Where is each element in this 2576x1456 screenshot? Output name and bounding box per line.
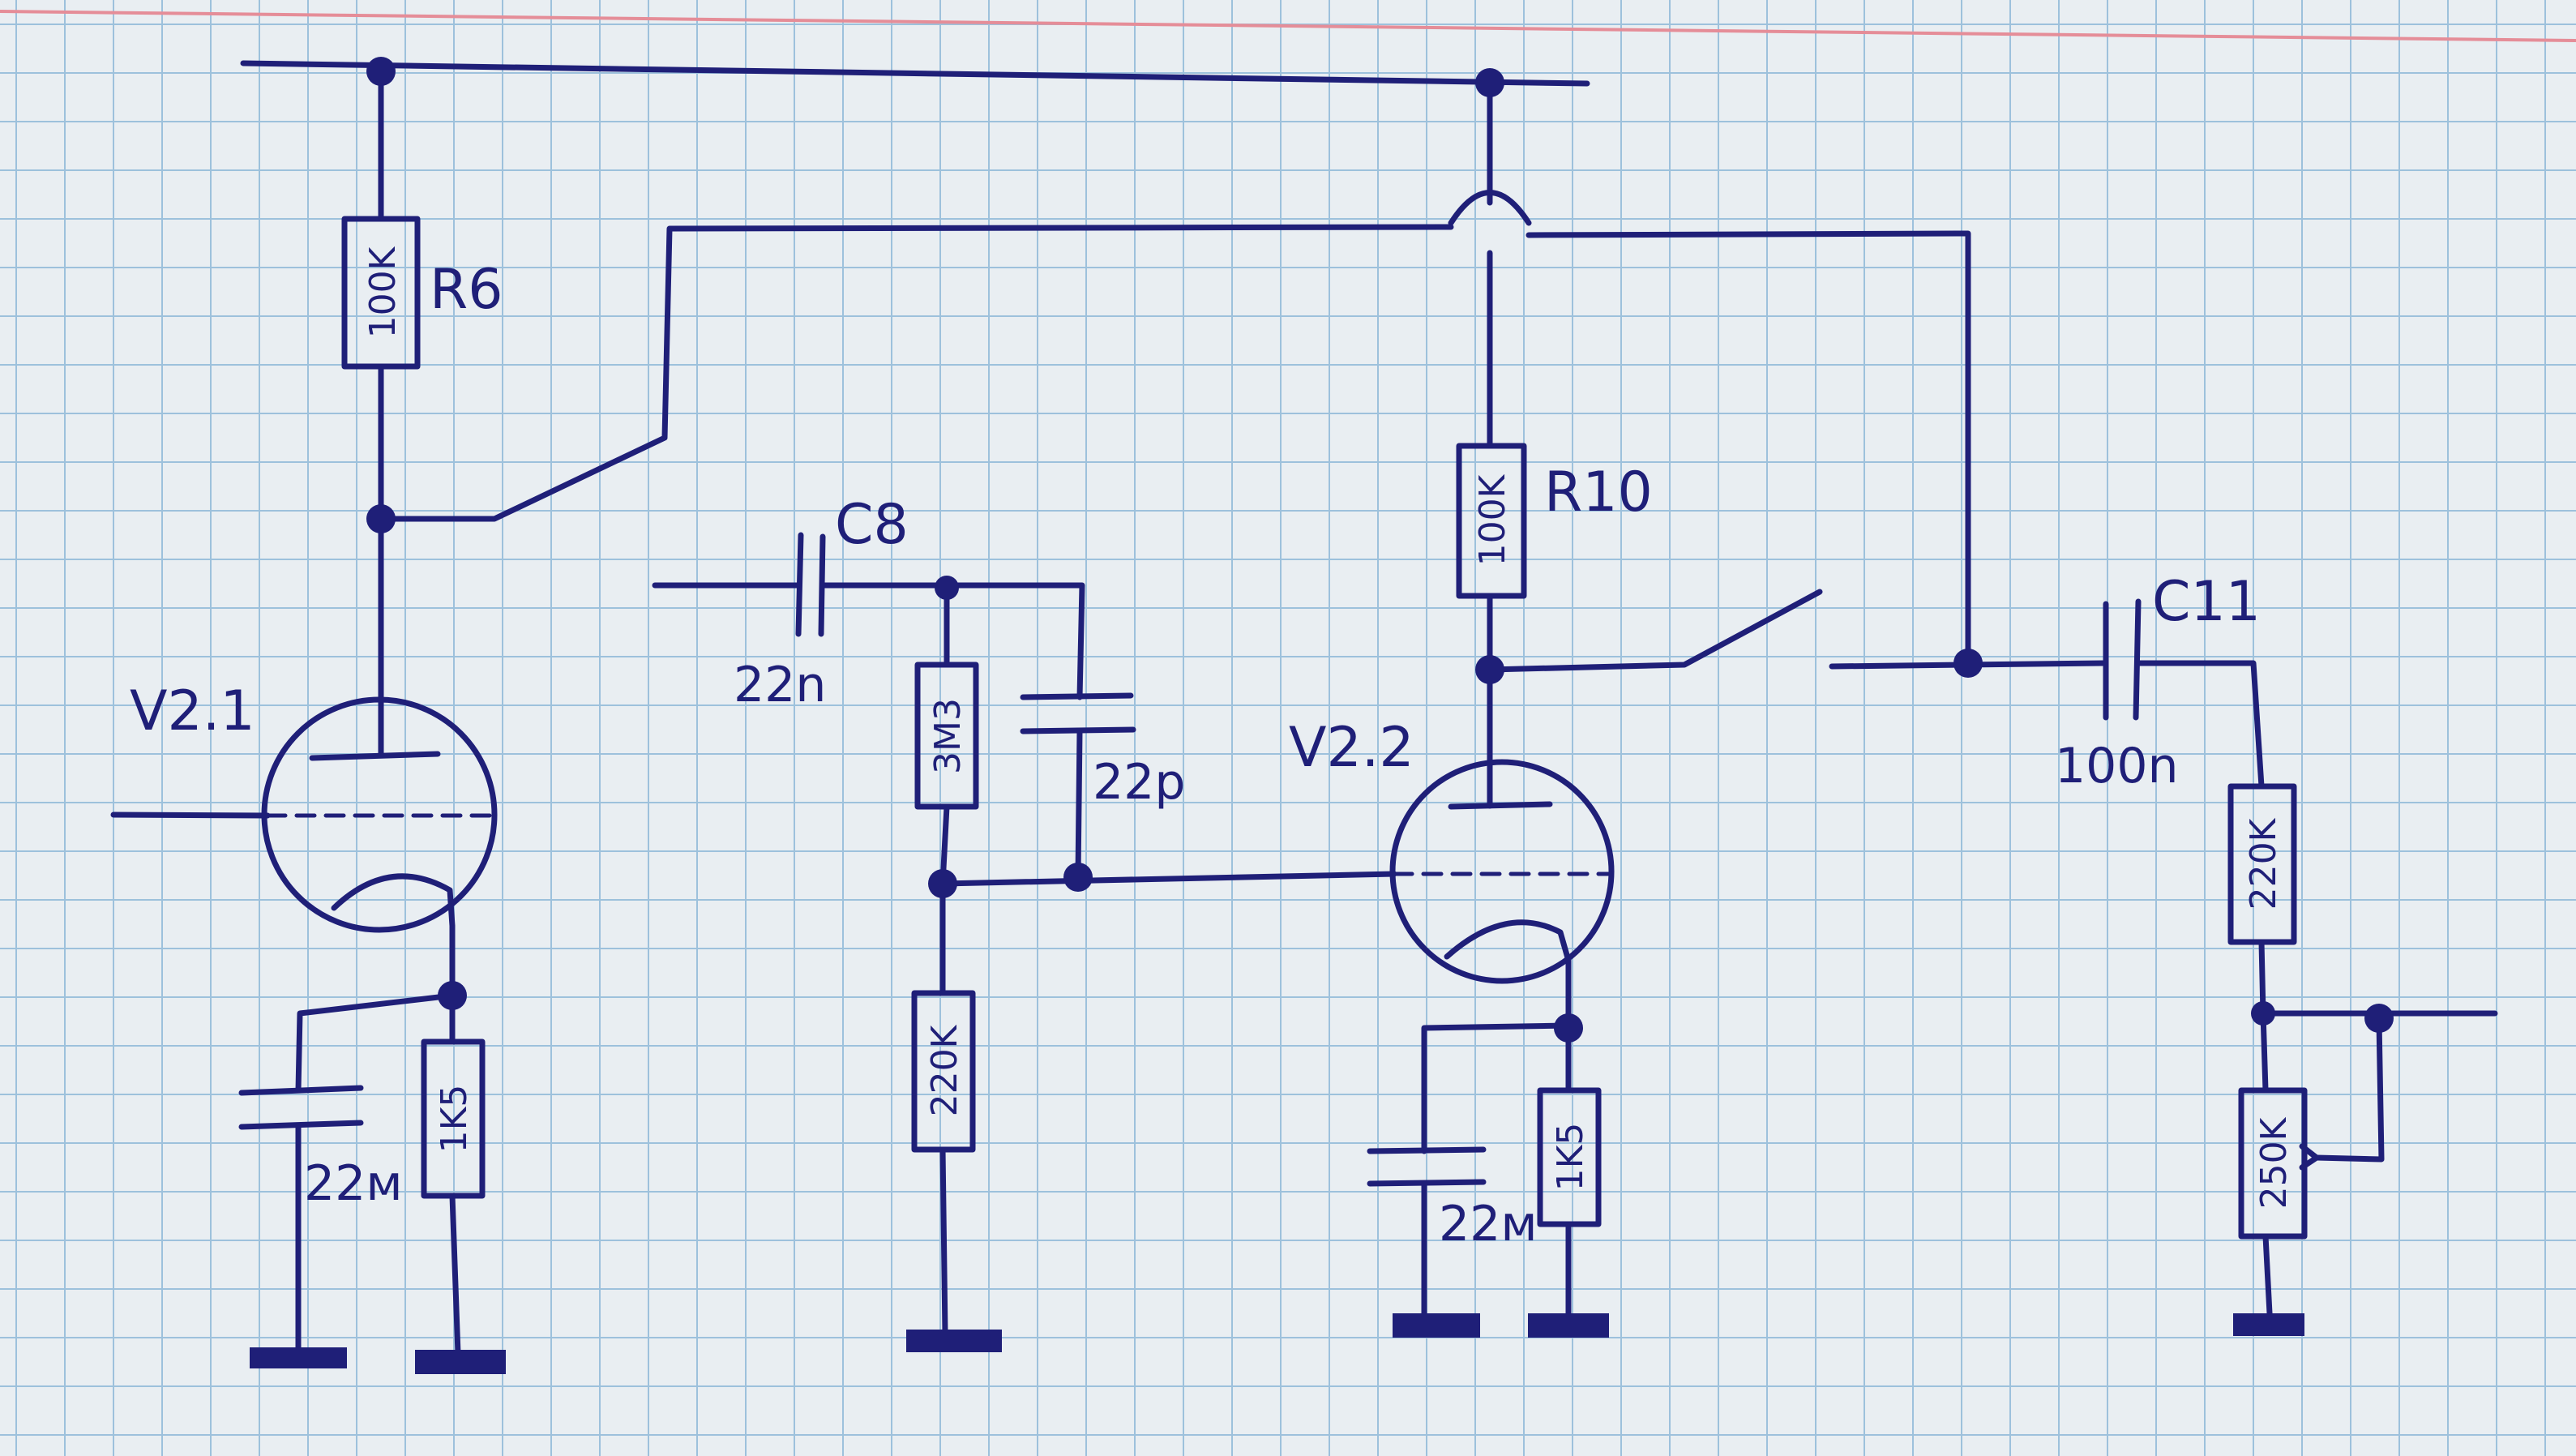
capacitor-plate [1020, 692, 1134, 700]
resistor-3m3: 3M3 [914, 662, 979, 810]
r6-label: R6 [430, 258, 503, 322]
resistor-220k-grid: 220K [911, 990, 976, 1153]
wire-crossover-hop [1448, 190, 1532, 226]
c8-node-wire [819, 582, 1085, 879]
resistor-r6: 100K R6 [341, 216, 503, 370]
junction-dot [438, 981, 467, 1010]
resistor-1k5-v21: 1K5 [421, 1038, 486, 1199]
tube-cathode [331, 873, 456, 929]
capacitor-plate [1020, 726, 1136, 734]
c11-label: C11 [2152, 570, 2261, 634]
resistor-body [911, 990, 976, 1153]
resistor-body [914, 662, 979, 810]
pot-250k-value: 250K [2253, 1116, 2295, 1209]
junction-dot [1475, 68, 1504, 97]
v21-bypass-wire [295, 992, 456, 1357]
c-22p-value: 22p [1093, 754, 1185, 811]
tube-v22: V2.2 [1289, 716, 1615, 984]
ground-icon [1528, 1313, 1609, 1338]
pot-wiper-arrow-icon [2299, 1143, 2320, 1171]
resistor-body [2227, 783, 2297, 945]
tube-anode [1448, 801, 1553, 810]
v21-label: V2.1 [130, 679, 255, 743]
junction-dots [366, 57, 2394, 1043]
capacitor-plate [1367, 1179, 1487, 1187]
r-220k-out-value: 220K [2243, 817, 2284, 910]
c8-value: 22n [734, 657, 826, 713]
tube-anode [309, 751, 441, 761]
resistor-220k-out: 220K [2227, 783, 2297, 945]
ground-icon [906, 1330, 1002, 1352]
capacitor-plate [795, 532, 804, 637]
capacitor-plate [1367, 1146, 1487, 1154]
capacitor-22u-v21: 22м [238, 1085, 403, 1212]
potentiometer-250k: 250K [2238, 1087, 2320, 1240]
c-22u-v21-value: 22м [304, 1155, 403, 1212]
r10-value: 100K [1472, 473, 1513, 566]
v22-grid-wire [939, 871, 1397, 887]
junction-dot [366, 57, 396, 86]
ground-icon [415, 1350, 506, 1374]
v22-bypass-wire [1421, 1022, 1572, 1321]
tube-v21: V2.1 [130, 679, 498, 933]
junction-dot [2251, 1001, 2275, 1026]
junction-dot [2364, 1004, 2394, 1033]
capacitor-plate [2133, 598, 2142, 721]
tube-cathode [1444, 919, 1572, 964]
tube-envelope [261, 696, 498, 933]
pot-wiper-wire [2313, 1017, 2385, 1163]
capacitor-c8: C8 22n [734, 493, 909, 713]
junction-dot [366, 504, 396, 533]
capacitor-22p: 22p [1020, 692, 1185, 811]
junction-dot [1953, 649, 1983, 678]
tube-envelope [1389, 759, 1615, 984]
junction-dot [928, 869, 957, 898]
ground-icon [1393, 1313, 1480, 1338]
resistor-body [341, 216, 421, 370]
capacitor-plate [238, 1085, 364, 1096]
v21-grid-input [110, 812, 271, 819]
v22-output-switch [1487, 589, 1823, 673]
r-220k-grid-value: 220K [924, 1024, 965, 1116]
capacitor-c11: C11 100n [2055, 570, 2261, 794]
capacitor-plate [818, 533, 826, 637]
resistor-body [1537, 1087, 1602, 1227]
junction-dot [1475, 655, 1504, 684]
capacitor-plate [238, 1120, 364, 1130]
paper-margin-line [0, 10, 2576, 42]
junction-dot [1554, 1013, 1583, 1043]
resistor-body [421, 1038, 486, 1199]
capacitor-22u-v22: 22м [1367, 1146, 1538, 1253]
junction-dot [935, 576, 959, 600]
resistor-r10: 100K R10 [1456, 443, 1653, 599]
junction-dot [1063, 863, 1093, 892]
resistor-1k5-v22: 1K5 [1537, 1087, 1602, 1227]
v22-label: V2.2 [1289, 716, 1414, 780]
ground-icon [250, 1347, 347, 1368]
r-3m3-value: 3M3 [927, 698, 969, 774]
c8-label: C8 [835, 493, 909, 557]
c11-value: 100n [2055, 738, 2179, 794]
ground-symbols [250, 1313, 2304, 1374]
b-plus-rail [240, 60, 1590, 87]
feedback-loop-wire [378, 224, 1971, 668]
c-22u-v22-value: 22м [1439, 1196, 1538, 1253]
ground-icon [2233, 1313, 2304, 1336]
r-1k5-v21-value: 1K5 [434, 1085, 475, 1154]
resistor-body [1456, 443, 1527, 599]
r10-label: R10 [1544, 460, 1653, 525]
r6-value: 100K [362, 246, 404, 338]
r-1k5-v22-value: 1K5 [1550, 1123, 1591, 1192]
